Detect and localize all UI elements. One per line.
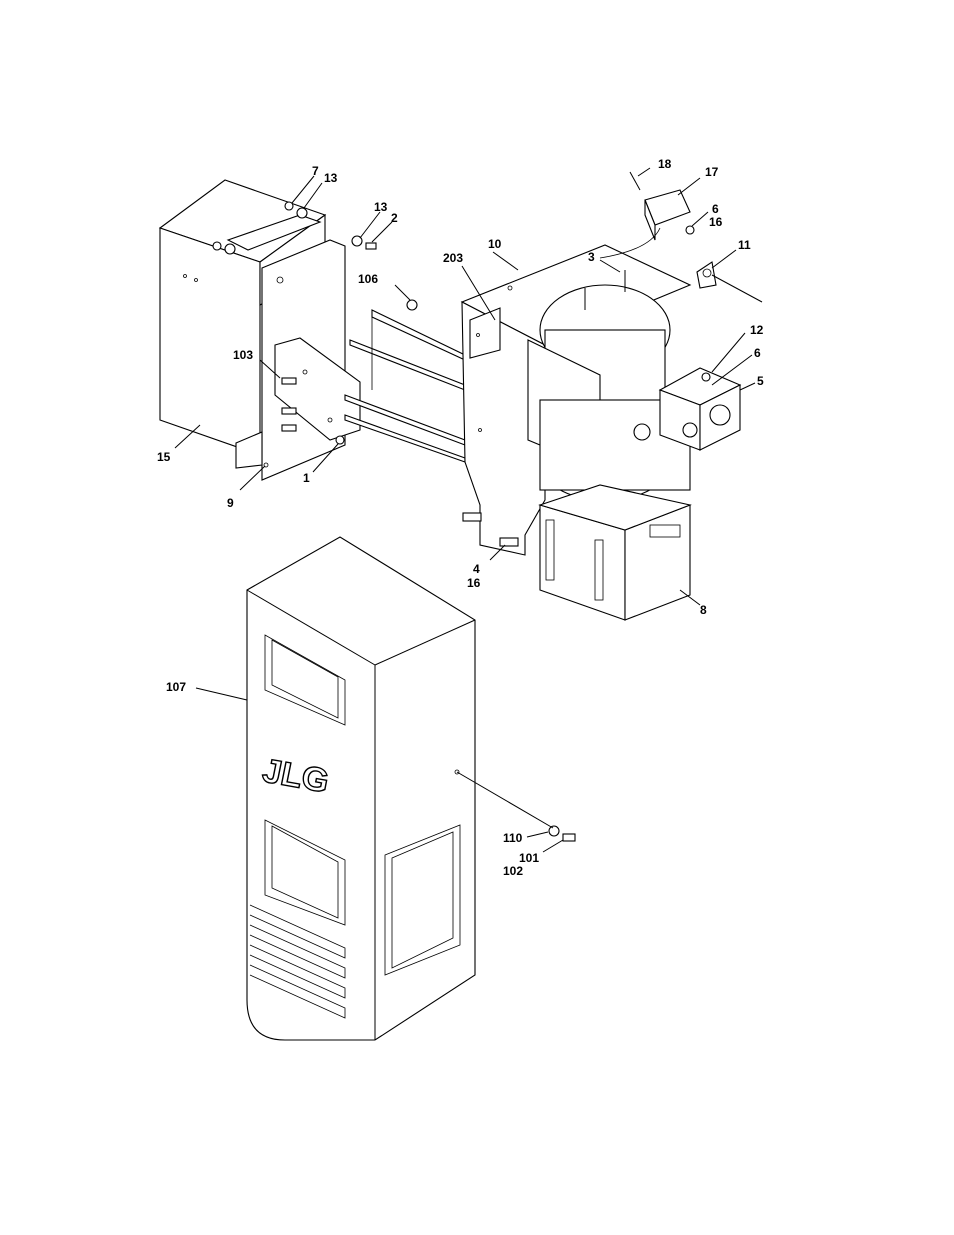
callout-2: 2 xyxy=(391,211,398,225)
callout-102: 102 xyxy=(503,864,523,878)
callout-10: 10 xyxy=(488,237,502,251)
callout-15: 15 xyxy=(157,450,171,464)
callout-103: 103 xyxy=(233,348,253,362)
callout-18: 18 xyxy=(658,157,672,171)
callout-5: 5 xyxy=(757,374,764,388)
part-103-mounting-plate xyxy=(274,337,361,441)
callout-106: 106 xyxy=(358,272,378,286)
callout-16: 16 xyxy=(467,576,481,590)
callout-13: 13 xyxy=(374,200,388,214)
part-107-cover xyxy=(246,536,476,1041)
part-17-relay xyxy=(599,189,691,259)
callout-8: 8 xyxy=(700,603,707,617)
callout-6-top: 6 xyxy=(712,202,719,216)
callout-17: 17 xyxy=(705,165,719,179)
motor-pump-assembly xyxy=(527,284,692,621)
callout-13-top: 13 xyxy=(324,171,338,185)
leader-lines xyxy=(174,167,763,853)
callout-12: 12 xyxy=(750,323,764,337)
callout-16-top: 16 xyxy=(709,215,723,229)
callout-203: 203 xyxy=(443,251,463,265)
callout-9: 9 xyxy=(227,496,234,510)
part-5-valve-block xyxy=(633,367,742,451)
part-11-connector xyxy=(696,261,717,289)
callout-labels: 7 13 13 2 106 103 15 9 1 18 17 6 16 10 2… xyxy=(157,157,764,878)
callout-3: 3 xyxy=(588,250,595,264)
bracket-arms xyxy=(344,309,466,463)
callout-4: 4 xyxy=(473,562,480,576)
hardware-fasteners xyxy=(212,171,711,842)
callout-1: 1 xyxy=(303,471,310,485)
callout-110: 110 xyxy=(503,831,523,845)
callout-107: 107 xyxy=(166,680,186,694)
callout-7: 7 xyxy=(312,164,319,178)
callout-6: 6 xyxy=(754,346,761,360)
callout-11: 11 xyxy=(738,238,751,252)
callout-101: 101 xyxy=(519,851,539,865)
